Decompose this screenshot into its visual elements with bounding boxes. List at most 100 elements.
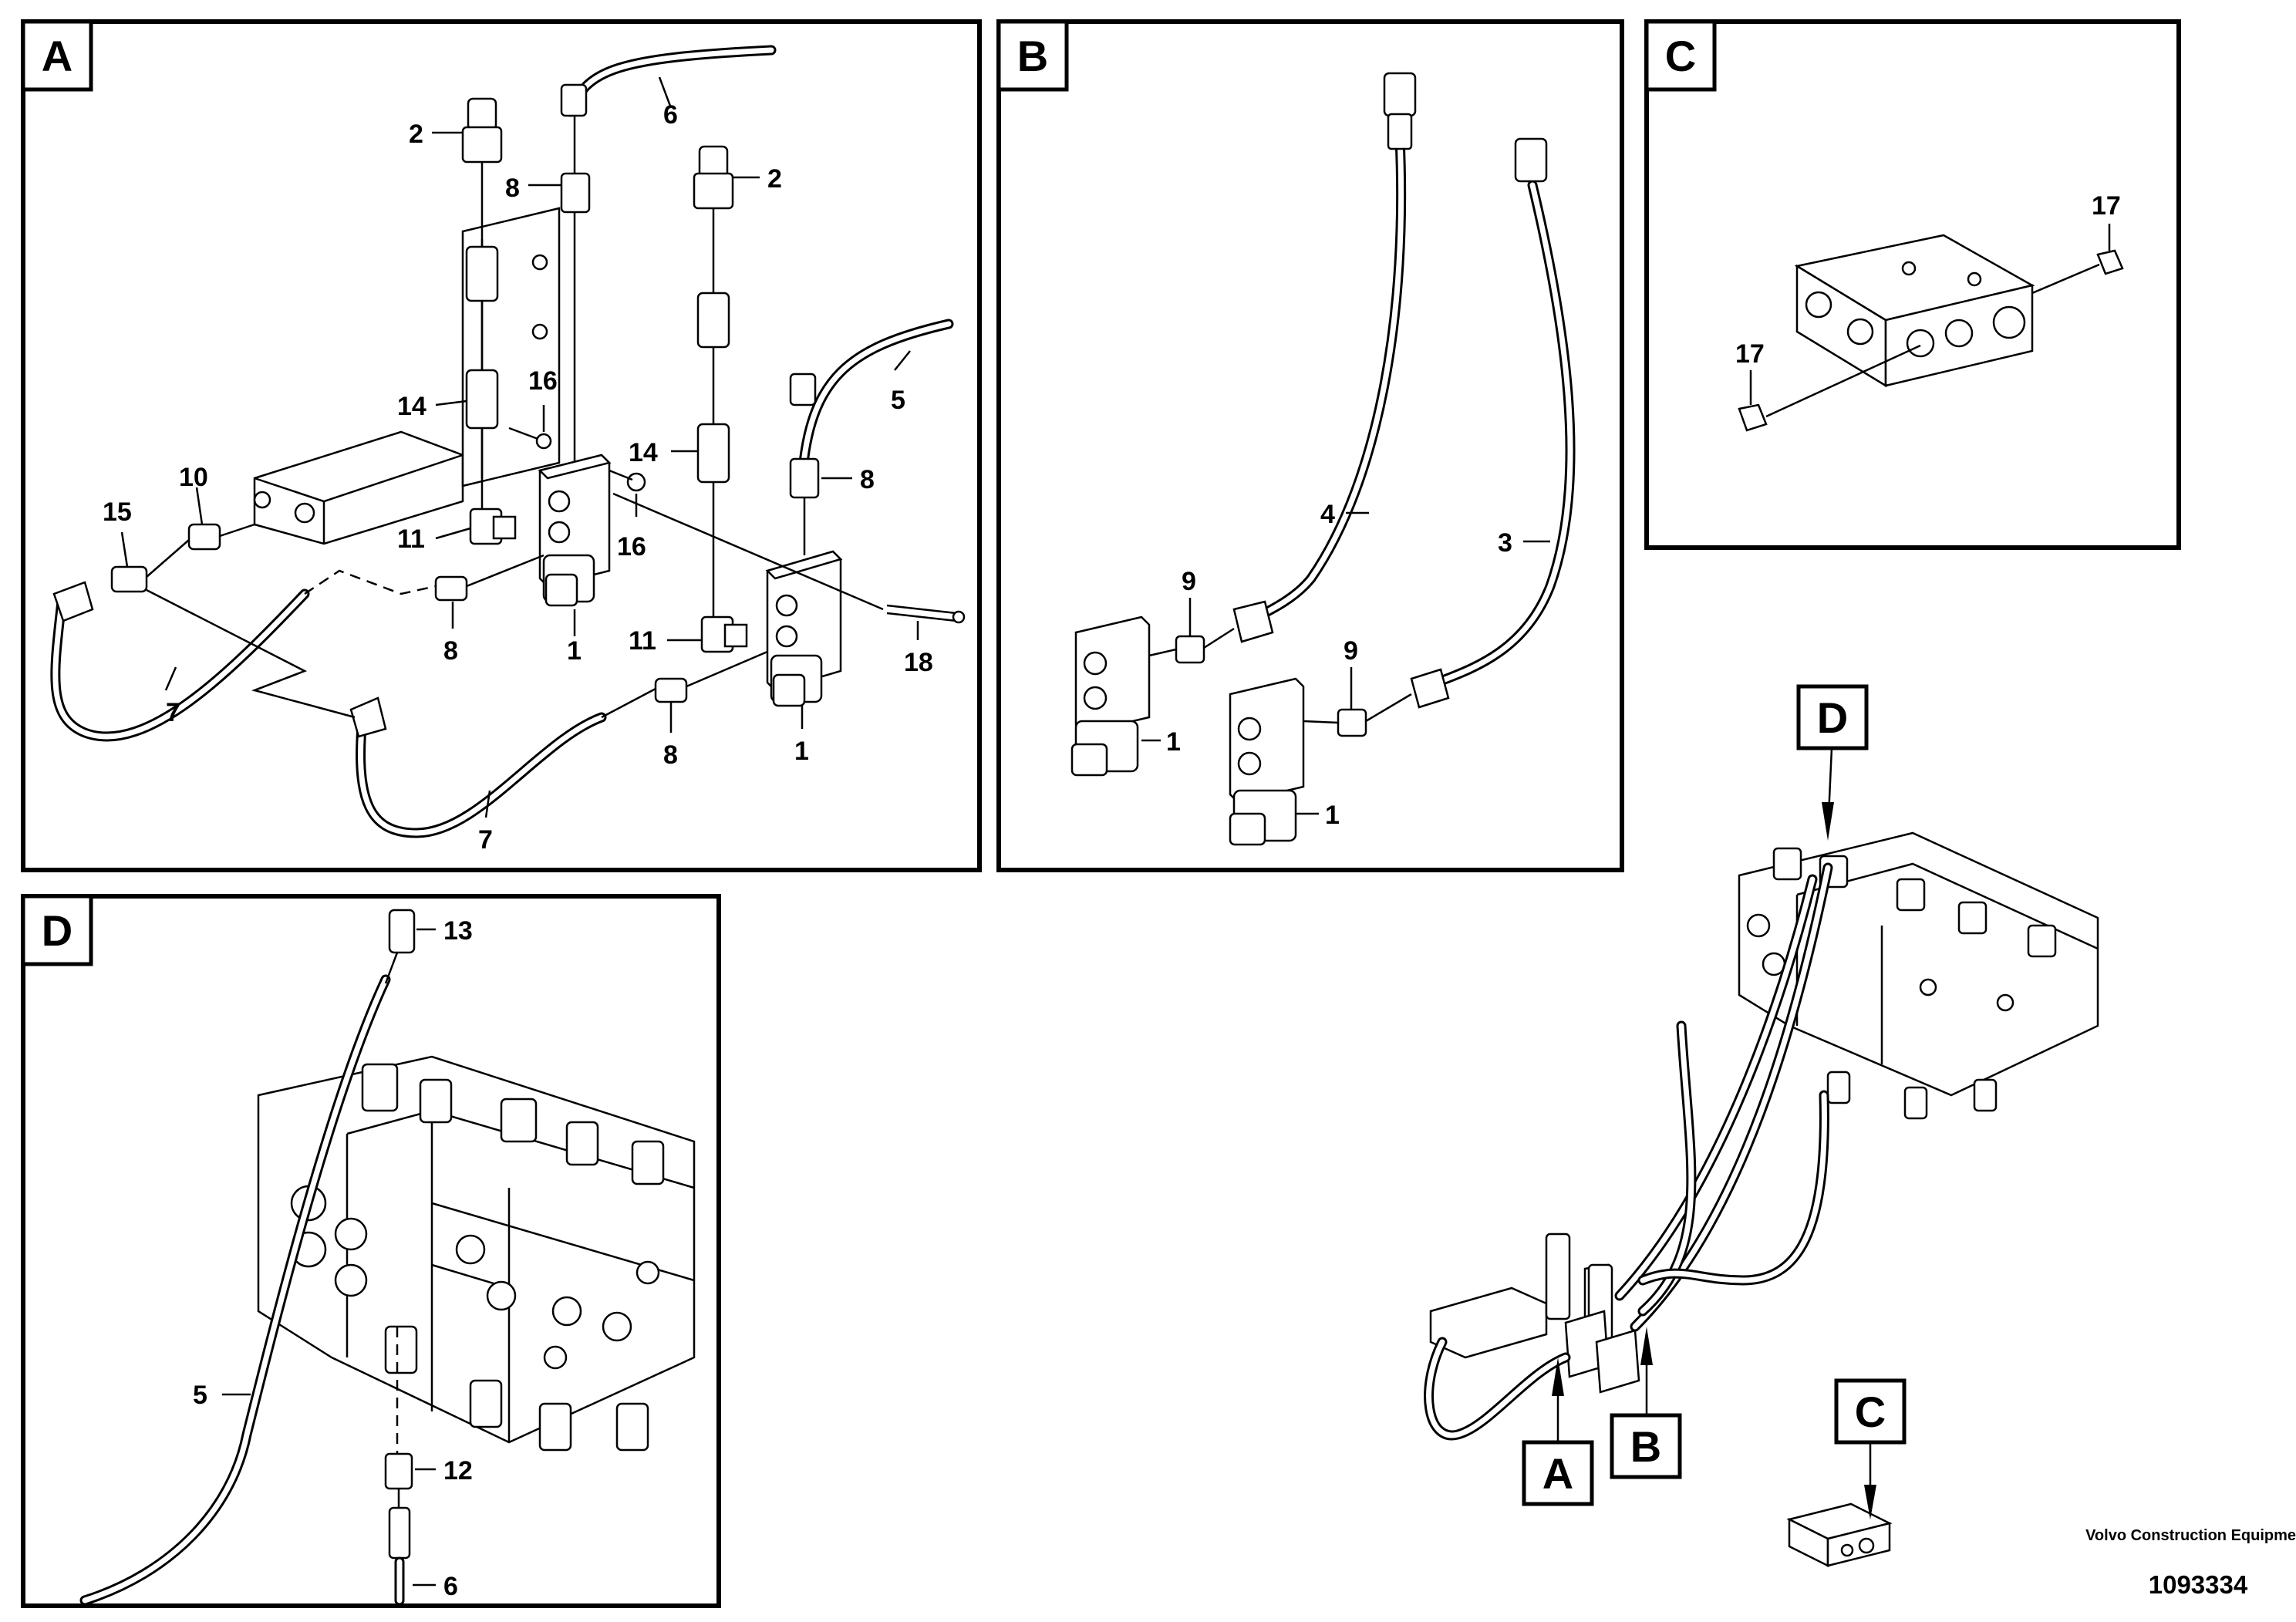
fitting-9-upper-axis <box>1203 627 1235 649</box>
panel-a-tag <box>21 19 93 92</box>
callout-b-9-lower: 9 <box>1344 636 1358 666</box>
elbow-11-right-outlet <box>723 623 748 648</box>
hose-7-lower-core <box>358 714 605 836</box>
solenoid-connector-lower <box>772 673 806 707</box>
callout-a-6: 6 <box>663 100 678 130</box>
callout-a-7-upper: 7 <box>166 698 180 727</box>
panel-b-tag <box>996 19 1069 92</box>
callout-b-4: 4 <box>1320 500 1335 529</box>
valve-port <box>636 1260 660 1285</box>
fitting-8-right <box>789 457 820 499</box>
plug-16-line <box>609 469 633 481</box>
hidden-line-upper <box>304 569 437 595</box>
valve-fitting <box>419 1078 453 1124</box>
overview-label-c: C <box>1855 1388 1886 1436</box>
callout-a-11-left: 11 <box>397 524 425 554</box>
block-port <box>294 502 315 524</box>
pointer-c-arrow <box>1864 1485 1876 1519</box>
pointer-d-arrow <box>1822 802 1834 841</box>
overview-tag-a <box>1522 1440 1594 1506</box>
panel-c-label: C <box>1665 32 1696 80</box>
fitting-15 <box>110 565 148 593</box>
hose-4 <box>1244 133 1407 626</box>
hose-3-core <box>1424 182 1573 690</box>
callout-b-9-upper: 9 <box>1182 567 1196 596</box>
hose-3-lower-nut <box>1410 668 1450 709</box>
overview-assembly: D A B C <box>1424 684 2099 1568</box>
callout-a-14-left: 14 <box>397 392 426 421</box>
manifold-port <box>1846 318 1874 346</box>
pointer-b-arrow <box>1640 1327 1653 1365</box>
leader <box>484 790 491 818</box>
plug-17-left <box>1738 403 1768 432</box>
mounting-block-edges <box>254 454 464 544</box>
fitting-8-lower-axis <box>686 650 768 688</box>
adapter-right <box>696 292 730 349</box>
pointer-a-arrow <box>1552 1357 1564 1396</box>
overview-label-d: D <box>1817 693 1848 742</box>
callout-b-1-upper: 1 <box>1166 727 1181 757</box>
overview-fitting-bottom <box>1903 1086 1928 1120</box>
callout-a-8-lower: 8 <box>663 740 678 770</box>
overview-hose-1-core <box>1617 876 1816 1299</box>
solenoid-connector-b-upper <box>1070 743 1108 777</box>
overview-port <box>1919 978 1937 996</box>
hose-6-end-d <box>388 1506 411 1560</box>
valve-port <box>1237 717 1262 741</box>
callout-a-11-right: 11 <box>629 626 656 656</box>
overview-hose-4-core <box>1640 1092 1827 1283</box>
elbow-11-left-outlet <box>492 515 517 540</box>
leader <box>164 666 177 691</box>
panel-c: C 17 17 <box>1644 19 2181 550</box>
overview-port <box>1746 913 1771 938</box>
callout-b-3: 3 <box>1498 528 1512 558</box>
valve-port <box>1083 651 1108 676</box>
overview-fitting <box>1896 878 1926 912</box>
overview-fitting <box>2027 924 2057 958</box>
hidden-line-lower <box>254 669 305 692</box>
valve-b-lower-axis <box>1303 720 1339 724</box>
solenoid-valve-b-lower <box>1229 677 1305 804</box>
callout-a-10: 10 <box>179 463 208 492</box>
valve-port <box>602 1311 632 1342</box>
valve-port <box>548 490 571 513</box>
hose-5-core <box>799 321 952 481</box>
overview-port <box>1996 993 2014 1012</box>
solenoid-connector-b-lower <box>1229 812 1266 846</box>
fitting-12 <box>384 1452 413 1490</box>
valve-port <box>455 1234 486 1265</box>
overview-mount-block <box>1429 1286 1548 1359</box>
callout-c-17-left: 17 <box>1735 339 1765 369</box>
tee-fitting-14-right <box>696 423 730 484</box>
solenoid-valve-upper-top <box>538 454 612 480</box>
fitting-9-lower-axis <box>1365 693 1412 723</box>
overview-fitting <box>1772 847 1802 881</box>
callout-d-5: 5 <box>193 1381 207 1410</box>
panel-d-label: D <box>42 906 72 955</box>
callout-b-1-lower: 1 <box>1325 801 1340 830</box>
overview-label-a: A <box>1542 1449 1573 1498</box>
leader <box>658 76 673 109</box>
callout-a-1-lower: 1 <box>794 737 809 766</box>
valve-fitting-bottom <box>469 1379 503 1428</box>
callout-a-1-upper: 1 <box>567 636 582 666</box>
manifold-port <box>1992 305 2026 339</box>
overview-tag-c <box>1834 1378 1907 1445</box>
panel-d: D <box>21 894 721 1608</box>
leader <box>120 531 129 568</box>
pressure-sensor-left <box>467 97 497 131</box>
fitting-9-lower <box>1337 708 1367 737</box>
overview-sensor-stack <box>1545 1233 1571 1320</box>
panel-d-frame <box>21 894 721 1608</box>
valve-fitting <box>565 1121 599 1166</box>
manifold-hole <box>1901 261 1917 276</box>
valve-fitting-bottom <box>538 1402 572 1452</box>
panel-b: B 4 3 <box>996 19 1624 872</box>
bracket-hole <box>531 323 548 340</box>
manifold-port <box>1906 329 1935 358</box>
callout-d-13: 13 <box>443 916 473 946</box>
panel-a-frame <box>21 19 982 872</box>
panel-d-tag <box>21 894 93 966</box>
overview-main-valve <box>1738 831 2099 1097</box>
